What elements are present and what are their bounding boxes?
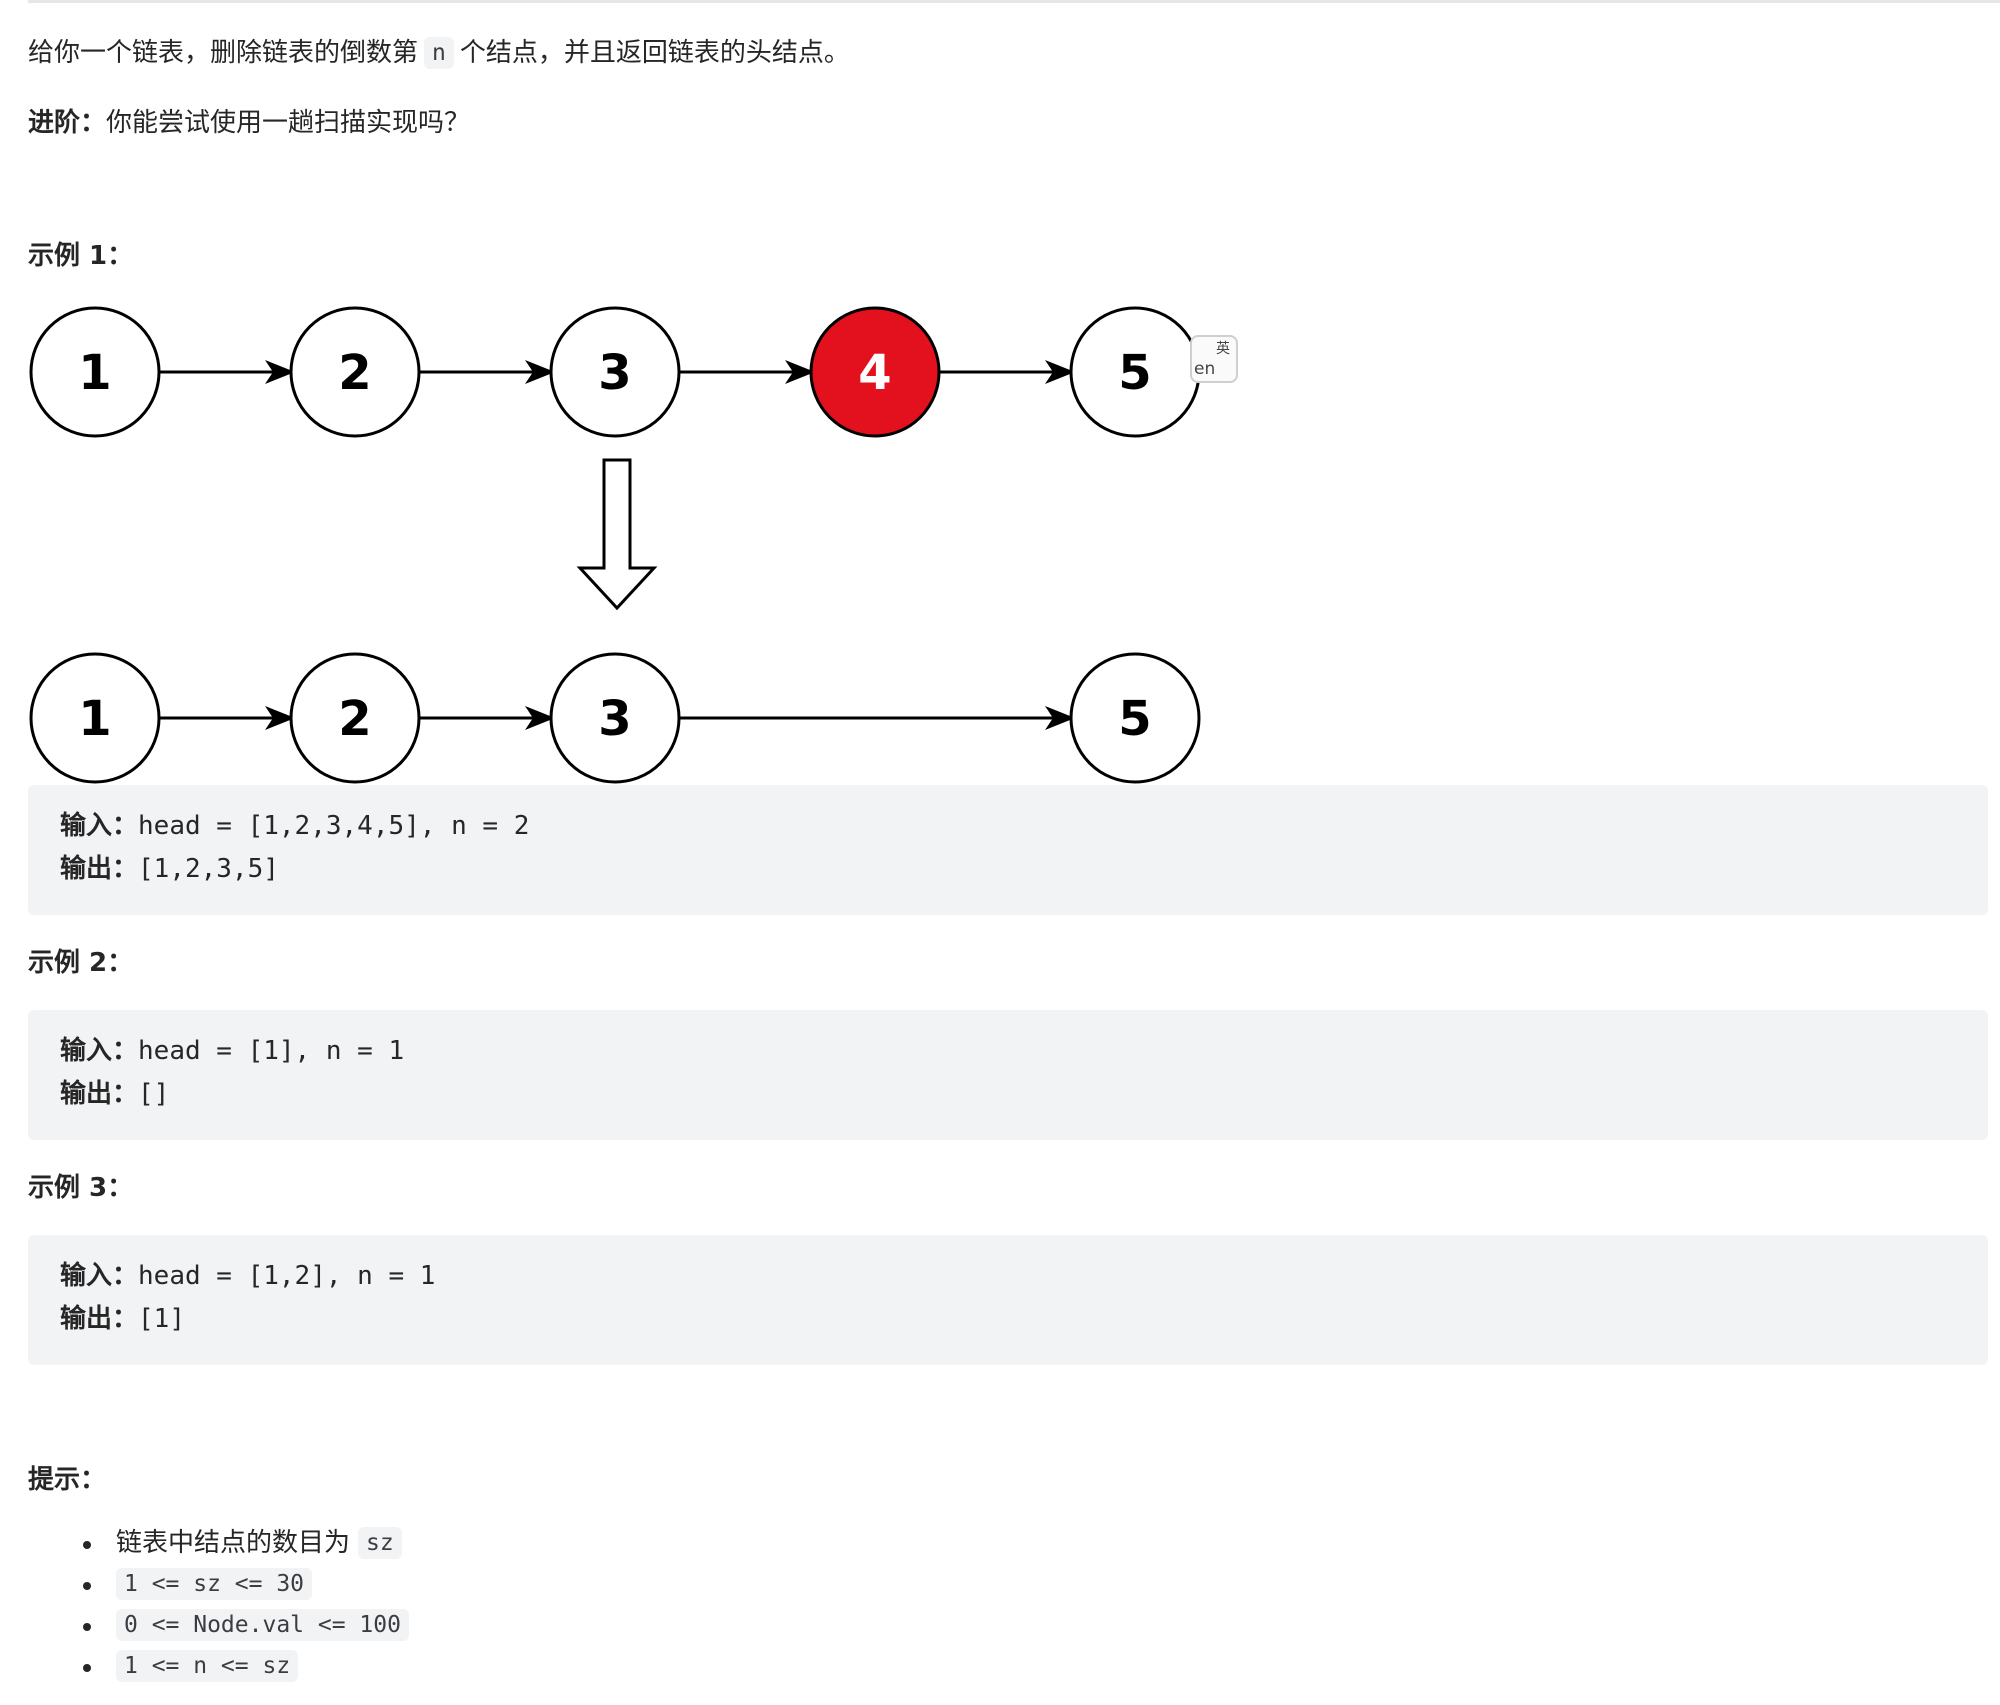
example-2-code-block: 输入：head = [1], n = 1 输出：[] xyxy=(28,1010,1988,1140)
node-circle xyxy=(289,306,421,438)
output-label: 输出： xyxy=(60,854,139,884)
node-circle xyxy=(1069,652,1201,784)
list-node: 2 xyxy=(289,306,421,438)
translate-icon[interactable]: 英 en xyxy=(1190,335,1238,383)
translate-icon-top-glyph: 英 xyxy=(1216,341,1230,357)
list-node: 1 xyxy=(29,306,161,438)
list-node: 3 xyxy=(549,306,681,438)
description-text-before: 给你一个链表，删除链表的倒数第 xyxy=(28,38,419,68)
example-2-title: 示例 2： xyxy=(28,948,134,978)
example-2-input-line: 输入：head = [1], n = 1 xyxy=(60,1030,1956,1073)
list-node: 1 xyxy=(29,652,161,784)
node-value: 3 xyxy=(598,691,631,747)
hint-text: 链表中结点的数目为 xyxy=(116,1528,351,1558)
output-label: 输出： xyxy=(60,1304,139,1334)
node-value: 5 xyxy=(1118,345,1151,401)
advanced-label: 进阶： xyxy=(28,108,107,138)
hint-item: 0 <= Node.val <= 100 xyxy=(28,1605,415,1646)
example-2-input: head = [1], n = 1 xyxy=(138,1036,405,1066)
list-node: 3 xyxy=(549,652,681,784)
example-3-input: head = [1,2], n = 1 xyxy=(138,1261,436,1291)
list-after-removal: 1 2 3 5 xyxy=(29,652,1201,784)
example-3-input-line: 输入：head = [1,2], n = 1 xyxy=(60,1255,1956,1298)
list-node: 5 xyxy=(1069,306,1201,438)
hint-code: 1 <= n <= sz xyxy=(116,1650,299,1682)
node-circle xyxy=(29,652,161,784)
hint-code: 0 <= Node.val <= 100 xyxy=(116,1609,409,1641)
example-3-code-block: 输入：head = [1,2], n = 1 输出：[1] xyxy=(28,1235,1988,1365)
example-1-output: [1,2,3,5] xyxy=(138,854,279,884)
list-before-removal: 1 2 3 4 5 xyxy=(29,306,1201,438)
node-value: 2 xyxy=(338,691,371,747)
node-circle xyxy=(289,652,421,784)
hint-code: sz xyxy=(358,1527,402,1559)
example-1-input: head = [1,2,3,4,5], n = 2 xyxy=(138,811,530,841)
example-1-output-line: 输出：[1,2,3,5] xyxy=(60,848,1956,891)
node-circle xyxy=(809,306,941,438)
example-3-output-line: 输出：[1] xyxy=(60,1298,1956,1341)
input-label: 输入： xyxy=(60,1261,139,1291)
advanced-note: 进阶：你能尝试使用一趟扫描实现吗？ xyxy=(28,103,470,143)
removed-list-node: 4 xyxy=(809,306,941,438)
hints-title: 提示： xyxy=(28,1465,107,1495)
inline-code-n: n xyxy=(424,37,454,69)
hint-item: 1 <= sz <= 30 xyxy=(28,1564,415,1605)
top-divider xyxy=(28,0,2000,3)
translate-icon-bottom-glyph: en xyxy=(1194,359,1216,379)
node-value: 1 xyxy=(78,691,111,747)
node-value: 2 xyxy=(338,345,371,401)
list-node: 5 xyxy=(1069,652,1201,784)
node-circle xyxy=(549,652,681,784)
node-value: 3 xyxy=(598,345,631,401)
example-1-code-block: 输入：head = [1,2,3,4,5], n = 2 输出：[1,2,3,5… xyxy=(28,785,1988,915)
example-1-title: 示例 1： xyxy=(28,241,134,271)
example-2-output-line: 输出：[] xyxy=(60,1073,1956,1116)
description-text-after: 个结点，并且返回链表的头结点。 xyxy=(459,38,850,68)
hint-code: 1 <= sz <= 30 xyxy=(116,1568,313,1600)
hint-item: 1 <= n <= sz xyxy=(28,1646,415,1687)
example-3-title: 示例 3： xyxy=(28,1173,134,1203)
linked-list-diagram: 1 2 3 4 5 1 2 3 5 xyxy=(29,306,1201,784)
example-3-output: [1] xyxy=(138,1304,185,1334)
input-label: 输入： xyxy=(60,811,139,841)
transform-down-arrow xyxy=(576,458,658,611)
example-2-output: [] xyxy=(138,1079,170,1109)
advanced-text: 你能尝试使用一趟扫描实现吗？ xyxy=(106,108,471,138)
node-circle xyxy=(29,306,161,438)
list-node: 2 xyxy=(289,652,421,784)
node-circle xyxy=(549,306,681,438)
output-label: 输出： xyxy=(60,1079,139,1109)
input-label: 输入： xyxy=(60,1036,139,1066)
node-value: 4 xyxy=(858,345,891,401)
node-value: 1 xyxy=(78,345,111,401)
example-1-input-line: 输入：head = [1,2,3,4,5], n = 2 xyxy=(60,805,1956,848)
node-value: 5 xyxy=(1118,691,1151,747)
